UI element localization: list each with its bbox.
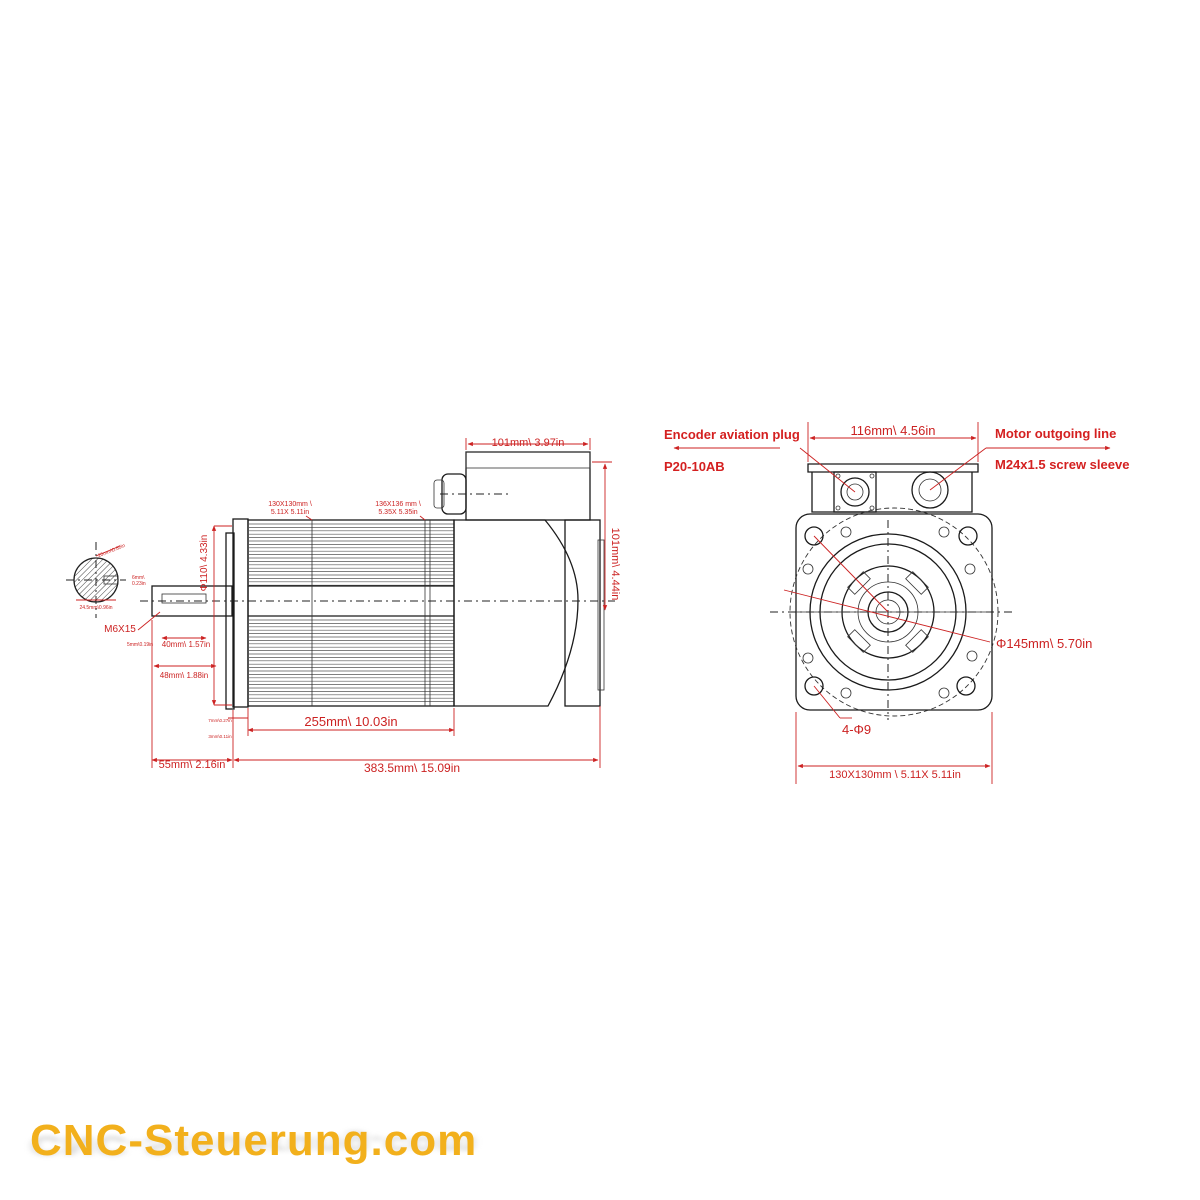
- flange-size-label: 130X130mm \ 5.11X 5.11in: [829, 769, 961, 781]
- mount-hole-top-right: [958, 526, 978, 546]
- motor-cable-sleeve: [911, 471, 949, 509]
- encoder-box: [465, 451, 591, 521]
- top-width-label: 116mm\ 4.56in: [850, 423, 935, 438]
- body-length-label: 255mm\ 10.03in: [304, 714, 397, 729]
- encoder-plug-code: P20-10AB: [664, 459, 725, 474]
- flange-size-label-line2: 5.11X 5.11in: [271, 509, 309, 516]
- shaft-key: [161, 593, 207, 604]
- housing-fins-lower: [248, 619, 454, 702]
- encoder-plug-socket: [833, 471, 877, 513]
- flange-thickness-label: 7mm\0.27in: [208, 718, 232, 723]
- total-length-label: 383.5mm\ 15.09in: [364, 761, 460, 775]
- mount-hole-bottom-right: [956, 676, 976, 696]
- encoder-plug-label: Encoder aviation plug: [664, 427, 800, 442]
- housing-fins-upper: [248, 523, 454, 586]
- pilot-depth-label: 3mm\0.11in: [208, 734, 232, 739]
- encoder-plug: [840, 477, 870, 507]
- rear-cover: [564, 519, 601, 707]
- mount-hole-top-left: [804, 526, 824, 546]
- housing-size-label-line1: 136X136 mm \: [375, 501, 421, 508]
- total-height-label: 101mm\ 4.44in: [609, 528, 621, 601]
- front-flange: [232, 518, 249, 708]
- key-width-label-line1: 6mm\: [132, 575, 145, 581]
- key-width-label-line2: 0.23in: [132, 581, 146, 587]
- flange-pilot: [225, 532, 235, 710]
- encoder-box-width-label: 101mm\ 3.97in: [492, 437, 565, 449]
- motor-line-label: Motor outgoing line: [995, 426, 1116, 441]
- front-view: 116mm\ 4.56in Encoder aviation plug P20-…: [664, 422, 1129, 784]
- flange-size-label-line1: 130X130mm \: [268, 501, 312, 508]
- rear-housing: [453, 519, 579, 707]
- motor-line-code: M24x1.5 screw sleeve: [995, 457, 1129, 472]
- brand-watermark: CNC-Steuerung.com: [30, 1116, 478, 1165]
- bolt-circle-label: Φ145mm\ 5.70in: [996, 636, 1092, 651]
- side-view: 101mm\ 3.97in 101mm\ 4.44in Φ110\ 4.33in…: [66, 437, 621, 775]
- key-offset-label: 5mm\0.19in: [127, 642, 153, 648]
- pilot-diameter-label: Φ110\ 4.33in: [199, 535, 210, 592]
- mount-hole-bottom-left: [804, 676, 824, 696]
- key-length-label: 40mm\ 1.57in: [162, 640, 210, 649]
- housing-size-label-line2: 5.35X 5.35in: [378, 509, 417, 516]
- encoder-housing-top: [807, 463, 979, 473]
- key-depth-label: 20mm\0.80in: [97, 543, 126, 559]
- mount-holes-label: 4-Φ9: [842, 722, 871, 737]
- shaft-length-label: 55mm\ 2.16in: [159, 759, 226, 771]
- shaft-key-span-label: 48mm\ 1.88in: [160, 671, 208, 680]
- shaft-diameter-label: 24.5mm\0.96in: [79, 605, 112, 611]
- shaft-thread-label: M6X15: [104, 624, 136, 635]
